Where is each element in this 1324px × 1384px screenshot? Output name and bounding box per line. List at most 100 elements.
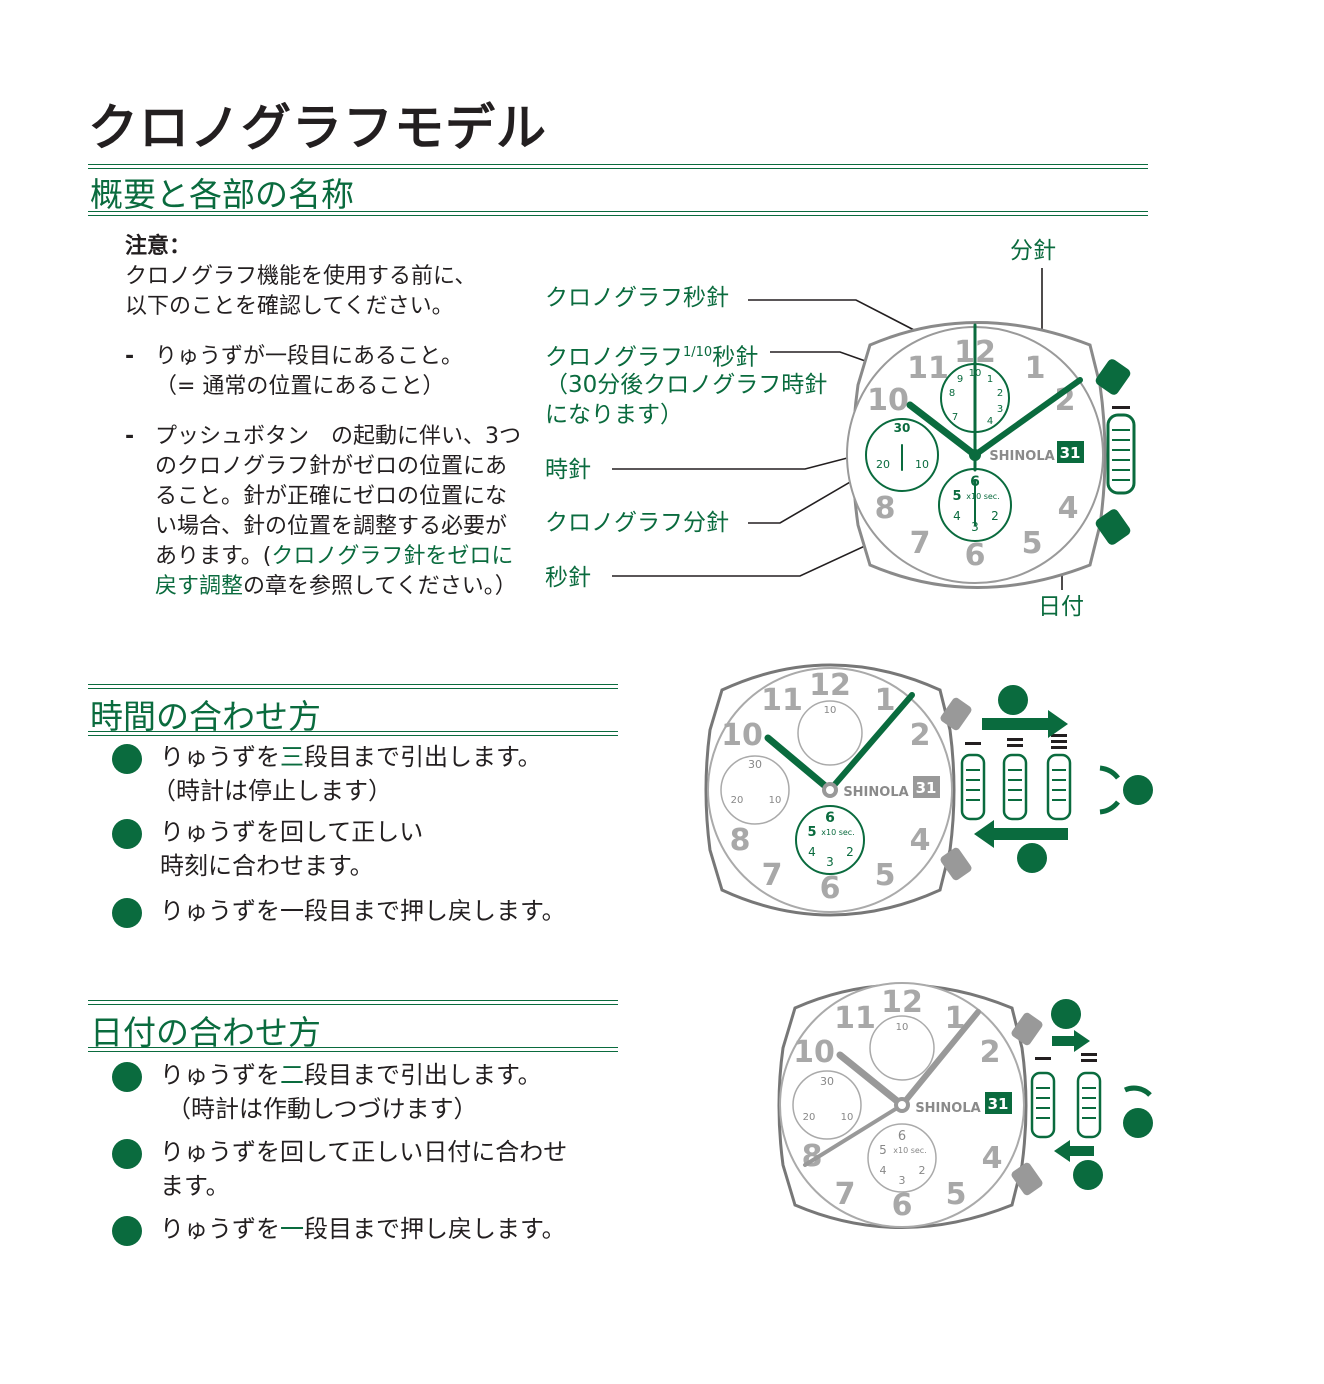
svg-text:30: 30 <box>820 1075 834 1088</box>
watch-diagram-time-setting: 12 1 2 4 5 6 7 8 10 11 10 30 20 10 6 5 x… <box>704 663 1153 917</box>
svg-text:5: 5 <box>952 489 961 504</box>
time-step-3: りゅうずを一段目まで押し戻します。 <box>112 894 612 934</box>
svg-text:12: 12 <box>881 985 923 1020</box>
step-marker-icon <box>112 1062 142 1092</box>
svg-text:4: 4 <box>1058 491 1079 526</box>
svg-text:x10 sec.: x10 sec. <box>966 492 1000 501</box>
svg-text:3: 3 <box>899 1174 906 1187</box>
step-marker-icon <box>112 744 142 774</box>
svg-text:4: 4 <box>953 509 961 523</box>
svg-text:3: 3 <box>826 855 834 869</box>
svg-text:x10 sec.: x10 sec. <box>893 1146 927 1155</box>
svg-text:8: 8 <box>730 823 751 858</box>
step-marker-icon <box>112 1216 142 1246</box>
svg-text:2: 2 <box>919 1164 926 1177</box>
svg-text:4: 4 <box>987 416 993 427</box>
svg-text:10: 10 <box>769 795 782 806</box>
svg-text:11: 11 <box>761 683 803 718</box>
date-window <box>1057 441 1084 463</box>
svg-text:5: 5 <box>807 825 816 840</box>
svg-text:10: 10 <box>867 383 909 418</box>
page-title: クロノグラフモデル <box>88 99 547 157</box>
svg-text:10: 10 <box>841 1112 854 1123</box>
svg-text:10: 10 <box>915 458 929 471</box>
svg-text:SHINOLA: SHINOLA <box>915 1101 980 1116</box>
date-setting-heading: 日付の合わせ方 <box>90 1013 321 1052</box>
svg-text:5: 5 <box>946 1177 967 1212</box>
date-value: 31 <box>1060 444 1081 462</box>
svg-text:2: 2 <box>910 718 931 753</box>
svg-text:8: 8 <box>875 491 896 526</box>
svg-text:6: 6 <box>965 538 986 573</box>
svg-text:8: 8 <box>949 388 955 399</box>
label-chrono-tenth: クロノグラフ1/10秒針 <box>545 344 759 371</box>
svg-text:4: 4 <box>880 1164 887 1177</box>
svg-text:31: 31 <box>988 1095 1009 1113</box>
hands <box>901 323 1083 526</box>
svg-text:9: 9 <box>957 374 963 385</box>
svg-text:10: 10 <box>721 718 763 753</box>
svg-text:2: 2 <box>980 1035 1001 1070</box>
label-hour-hand: 時針 <box>545 457 591 483</box>
overview-heading: 概要と各部の名称 <box>90 175 354 214</box>
svg-text:4: 4 <box>982 1141 1003 1176</box>
svg-text:10: 10 <box>824 705 837 716</box>
reset-hands-link[interactable]: クロノグラフ針をゼロに <box>271 544 514 569</box>
note-line: クロノグラフ機能を使用する前に、 <box>125 264 477 289</box>
svg-text:6: 6 <box>898 1129 906 1144</box>
svg-text:2: 2 <box>991 509 999 523</box>
svg-text:5: 5 <box>879 1143 887 1157</box>
step-marker-icon <box>112 898 142 928</box>
svg-text:6: 6 <box>820 871 841 906</box>
svg-text:7: 7 <box>762 858 783 893</box>
svg-text:11: 11 <box>834 1001 876 1036</box>
svg-text:4: 4 <box>808 845 816 859</box>
label-second-hand: 秒針 <box>545 565 591 591</box>
svg-text:31: 31 <box>916 779 937 797</box>
svg-text:7: 7 <box>835 1177 856 1212</box>
crown <box>1106 413 1136 495</box>
time-setting-heading: 時間の合わせ方 <box>90 697 321 736</box>
label-chrono-tenth-note1: （30分後クロノグラフ時針 <box>545 372 828 398</box>
bullet-crown-position: - りゅうずが一段目にあること。 （= 通常の位置にあること） <box>125 344 464 399</box>
time-step-1: りゅうずを三段目まで引出します。 （時計は停止します） <box>112 740 592 810</box>
step-marker-icon <box>112 1139 142 1169</box>
svg-text:6: 6 <box>825 810 835 826</box>
svg-text:20: 20 <box>803 1112 816 1123</box>
arrow-right-icon <box>1052 1030 1090 1052</box>
svg-text:30: 30 <box>894 421 911 435</box>
label-chrono-second: クロノグラフ秒針 <box>545 285 729 311</box>
rotate-icon <box>1123 1085 1152 1097</box>
note-line: 以下のことを確認してください。 <box>125 294 454 319</box>
svg-text:1: 1 <box>945 1001 966 1036</box>
svg-text:2: 2 <box>846 845 854 859</box>
date-step-1: りゅうずを二段目まで引出します。 （時計は作動しつづけます） <box>112 1058 592 1128</box>
bullet-hands-zero: - プッシュボタン の起動に伴い、3つ のクロノグラフ針がゼロの位置にあ ること… <box>125 424 521 599</box>
arrow-left-icon <box>974 820 1068 848</box>
note-block: 注意： クロノグラフ機能を使用する前に、 以下のことを確認してください。 <box>125 232 525 322</box>
watch-diagram-overview: 12 1 2 4 5 6 7 8 10 11 10 2 3 4 7 8 9 1 … <box>612 268 1136 590</box>
svg-text:1: 1 <box>875 683 896 718</box>
svg-text:SHINOLA: SHINOLA <box>843 785 908 800</box>
arrow-left-icon <box>1054 1140 1094 1162</box>
svg-text:3: 3 <box>997 404 1003 415</box>
svg-text:7: 7 <box>952 412 958 423</box>
step-marker-icon <box>112 819 142 849</box>
svg-text:20: 20 <box>876 458 890 471</box>
svg-text:5: 5 <box>1022 526 1043 561</box>
svg-text:10: 10 <box>793 1035 835 1070</box>
svg-text:10: 10 <box>896 1022 909 1033</box>
svg-text:7: 7 <box>910 526 931 561</box>
watch-diagram-date-setting: 12 1 2 4 5 6 7 8 10 11 10 30 20 10 6 5 x… <box>777 982 1153 1229</box>
reset-adjust-link[interactable]: 戻す調整 <box>155 574 244 599</box>
svg-text:3: 3 <box>971 520 979 534</box>
date-step-2: りゅうずを回して正しい日付に合わせ ます。 <box>112 1135 592 1205</box>
time-step-2: りゅうずを回して正しい 時刻に合わせます。 <box>112 815 592 885</box>
date-step-3: りゅうずを一段目まで押し戻します。 <box>112 1212 612 1252</box>
svg-text:30: 30 <box>748 758 762 771</box>
rotate-icon <box>1099 765 1120 780</box>
svg-text:1: 1 <box>1025 351 1046 386</box>
svg-text:5: 5 <box>875 858 896 893</box>
svg-text:2: 2 <box>997 388 1003 399</box>
svg-text:11: 11 <box>907 351 949 386</box>
